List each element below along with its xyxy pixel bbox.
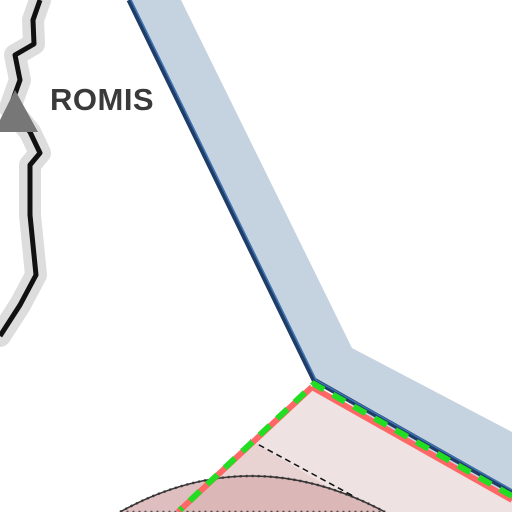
buffer-circle-edge [119,475,386,512]
place-label-romis[interactable]: ROMIS [50,82,155,117]
triangle-marker-icon[interactable] [0,90,38,132]
corridor-band [128,0,512,504]
zone-outline-top [310,384,512,503]
route-dashed-line [177,380,512,512]
corridor-edge-highlight [130,0,512,491]
corridor-edge [126,0,512,495]
